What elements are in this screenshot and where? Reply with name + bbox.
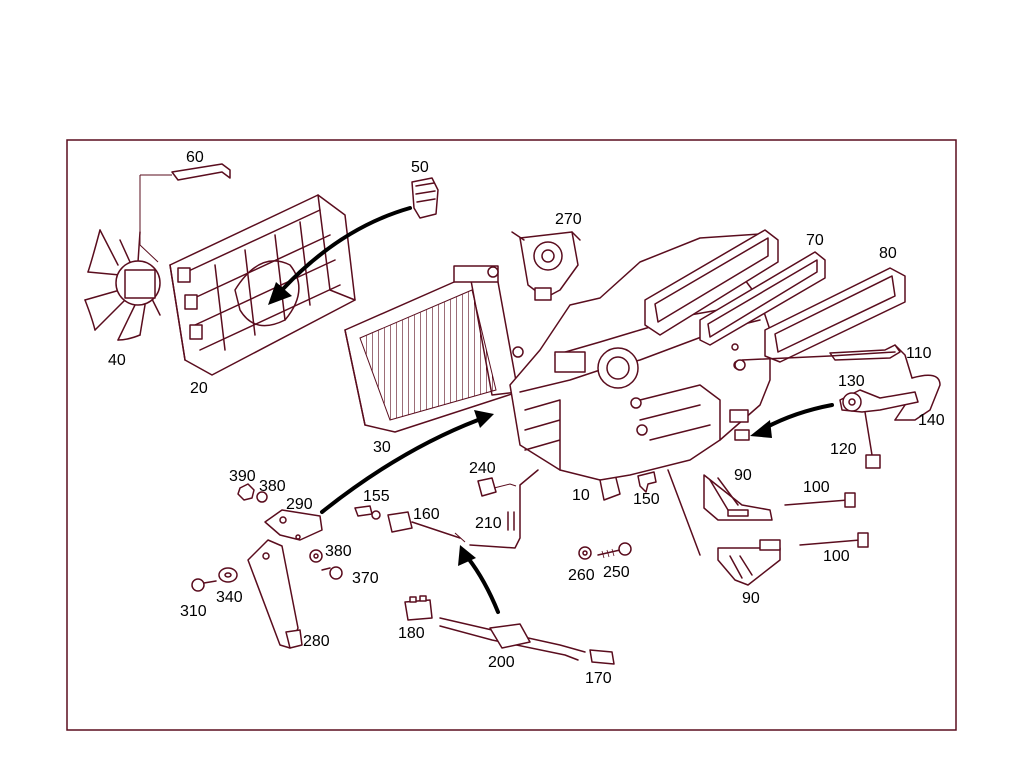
label-part-340: 340 <box>216 589 243 606</box>
rod-part-110 <box>741 344 913 379</box>
bracket-part-280 <box>247 539 303 649</box>
label-part-270: 270 <box>555 211 582 228</box>
actuator-part-270 <box>511 231 581 301</box>
connector-part-160 <box>387 511 466 543</box>
bracket-part-290 <box>264 509 323 541</box>
label-part-30: 30 <box>373 439 391 456</box>
label-part-40: 40 <box>108 352 126 369</box>
label-part-120: 120 <box>830 441 857 458</box>
nut-part-390 <box>237 483 255 501</box>
label-part-180: 180 <box>398 625 425 642</box>
label-part-380-lower: 380 <box>325 543 352 560</box>
label-part-70: 70 <box>806 232 824 249</box>
washer-part-340 <box>218 567 238 583</box>
label-part-60: 60 <box>186 149 204 166</box>
label-part-90-lower: 90 <box>742 590 760 607</box>
plug-part-150 <box>637 471 657 493</box>
connector-part-170 <box>589 649 615 665</box>
clip-part-60 <box>171 163 231 181</box>
connector-part-50 <box>411 177 439 219</box>
arrow-to-housing <box>320 410 494 514</box>
lever-assembly-part-130 <box>839 374 941 469</box>
label-part-100-upper: 100 <box>803 479 830 496</box>
label-part-155: 155 <box>363 488 390 505</box>
screw-part-250 <box>597 542 632 559</box>
label-part-210: 210 <box>475 515 502 532</box>
wiring-harness-part-200 <box>439 617 586 661</box>
label-part-100-lower: 100 <box>823 548 850 565</box>
arrow-130-to-housing <box>750 403 834 438</box>
label-part-130: 130 <box>838 373 865 390</box>
label-part-170: 170 <box>585 670 612 687</box>
connector-part-155 <box>354 505 381 520</box>
label-part-110: 110 <box>906 345 932 362</box>
label-part-240: 240 <box>469 460 496 477</box>
label-part-160: 160 <box>413 506 440 523</box>
screw-part-100-lower <box>799 532 869 548</box>
bracket-part-90-upper <box>667 469 773 556</box>
label-part-280: 280 <box>303 633 330 650</box>
washer-part-260 <box>578 546 592 560</box>
label-part-90-upper: 90 <box>734 467 752 484</box>
sensor-tube-part-210 <box>469 469 539 549</box>
screw-part-100-upper <box>784 492 856 508</box>
label-part-310: 310 <box>180 603 207 620</box>
duct-frame-part-70 <box>644 229 826 346</box>
bracket-part-90-lower <box>717 539 781 586</box>
label-part-10: 10 <box>572 487 590 504</box>
label-part-390: 390 <box>229 468 256 485</box>
label-part-50: 50 <box>411 159 429 176</box>
fan-part-40 <box>84 174 172 341</box>
screw-part-310 <box>191 578 217 592</box>
label-part-200: 200 <box>488 654 515 671</box>
washer-part-380-upper <box>256 491 268 503</box>
connector-part-180 <box>404 595 433 621</box>
label-part-380-upper: 380 <box>259 478 286 495</box>
label-part-140: 140 <box>918 412 945 429</box>
label-part-150: 150 <box>633 491 660 508</box>
arrow-200-up <box>458 545 500 614</box>
screw-part-370 <box>321 566 343 580</box>
filter-frame-part-80 <box>734 267 906 371</box>
label-part-250: 250 <box>603 564 630 581</box>
washer-part-380-lower <box>309 549 323 563</box>
diagram-border <box>66 139 957 731</box>
label-part-20: 20 <box>190 380 208 397</box>
label-part-290: 290 <box>286 496 313 513</box>
label-part-260: 260 <box>568 567 595 584</box>
arrow-50-to-20 <box>268 206 412 305</box>
clip-part-240 <box>477 477 517 497</box>
label-part-80: 80 <box>879 245 897 262</box>
heater-core-part-30 <box>344 265 524 433</box>
label-part-370: 370 <box>352 570 379 587</box>
blower-housing-part-20 <box>169 194 356 376</box>
